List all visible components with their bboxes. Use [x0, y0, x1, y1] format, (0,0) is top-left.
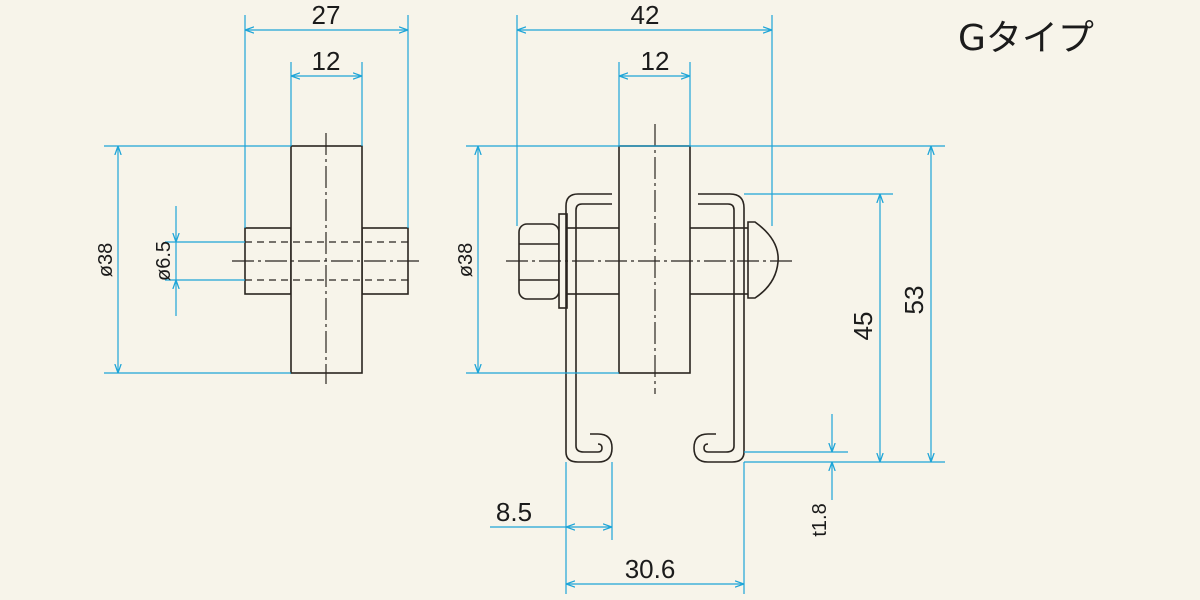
side-dim-bore: ø6.5: [153, 241, 175, 281]
side-dim-12: 12: [312, 46, 341, 76]
front-dim-38: ø38: [455, 243, 477, 277]
front-bolt-head: [747, 221, 779, 299]
front-dim-offset: 8.5: [496, 497, 532, 527]
front-dim-45: 45: [848, 312, 878, 341]
type-label: Gタイプ: [958, 18, 1094, 59]
front-bracket-left: [565, 193, 613, 463]
front-dim-thickness: t1.8: [809, 503, 831, 536]
side-view: 27 12 ø38 ø6.5: [95, 0, 422, 384]
side-dim-27: 27: [312, 0, 341, 30]
front-bracket-right: [693, 193, 745, 463]
side-dim-38: ø38: [95, 243, 117, 277]
front-view: 42 12 ø38 45 53 t1.8 8.5 30.6: [455, 0, 945, 594]
front-dim-12: 12: [641, 46, 670, 76]
front-dim-53: 53: [899, 286, 929, 315]
front-dim-42: 42: [631, 0, 660, 30]
front-dim-span: 30.6: [625, 554, 676, 584]
